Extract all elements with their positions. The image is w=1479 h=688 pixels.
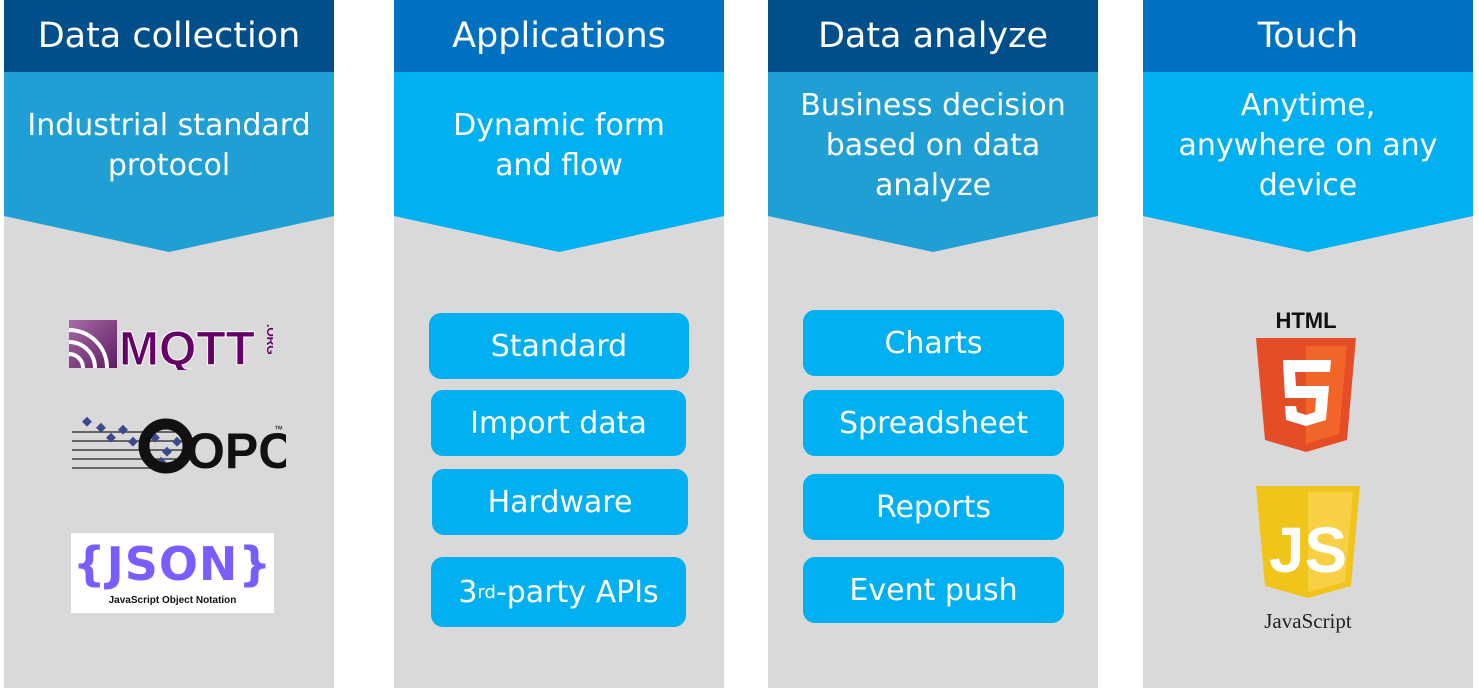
api-base: 3 — [458, 574, 478, 610]
column-title: Touch — [1143, 0, 1473, 72]
subtitle-line: and flow — [495, 148, 623, 183]
item-event-push[interactable]: Event push — [803, 557, 1064, 623]
column-data-collection: Data collection Industrial standard prot… — [4, 0, 334, 688]
javascript-logo: JS JavaScript — [1253, 484, 1363, 636]
item-reports[interactable]: Reports — [803, 474, 1064, 540]
item-standard[interactable]: Standard — [429, 313, 689, 379]
column-data-analyze: Data analyze Business decision based on … — [768, 0, 1098, 688]
subtitle-line: device — [1258, 168, 1358, 203]
mqtt-icon: MQTT .ORG — [68, 320, 278, 377]
subtitle-line: based on data — [825, 128, 1041, 163]
column-title: Applications — [394, 0, 724, 72]
item-import-data[interactable]: Import data — [431, 390, 686, 456]
api-superscript: rd — [477, 581, 496, 603]
subtitle-line: protocol — [107, 148, 231, 183]
opc-trademark: ™ — [274, 424, 283, 434]
subtitle-line: anywhere on any — [1178, 128, 1438, 163]
json-logo: {JSON} JavaScript Object Notation — [71, 533, 274, 613]
api-rest: -party APIs — [495, 574, 659, 610]
item-spreadsheet[interactable]: Spreadsheet — [803, 390, 1064, 456]
html5-label: HTML — [1275, 308, 1336, 333]
subtitle-line: Dynamic form — [453, 108, 665, 143]
subtitle-line: Business decision — [800, 88, 1066, 123]
item-charts[interactable]: Charts — [803, 310, 1064, 376]
item-hardware[interactable]: Hardware — [432, 469, 688, 535]
opc-icon: OPC ™ — [72, 416, 294, 479]
subtitle-line: analyze — [874, 168, 992, 203]
column-touch: Touch Anytime, anywhere on any device HT… — [1143, 0, 1473, 688]
opc-text: OPC — [186, 423, 286, 476]
javascript-icon: JS JavaScript — [1256, 486, 1360, 633]
mqtt-logo: MQTT .ORG — [67, 318, 278, 377]
json-text: {JSON} — [72, 537, 273, 591]
column-applications: Applications Dynamic form and flow Stand… — [394, 0, 724, 688]
column-arrow: Industrial standard protocol — [4, 72, 334, 252]
mqtt-text: MQTT — [119, 323, 255, 370]
column-arrow: Business decision based on data analyze — [768, 72, 1098, 252]
subtitle-line: Industrial standard — [27, 108, 311, 143]
html5-logo: HTML — [1253, 308, 1359, 454]
html5-icon: HTML — [1256, 308, 1356, 452]
subtitle-line: Anytime, — [1240, 88, 1376, 123]
js-letters: JS — [1269, 514, 1347, 586]
column-arrow: Anytime, anywhere on any device — [1143, 72, 1473, 252]
column-title: Data collection — [4, 0, 334, 72]
opc-logo: OPC ™ — [70, 414, 294, 479]
js-caption: JavaScript — [1264, 609, 1352, 633]
column-arrow: Dynamic form and flow — [394, 72, 724, 252]
column-title: Data analyze — [768, 0, 1098, 72]
json-caption: JavaScript Object Notation — [108, 595, 237, 606]
mqtt-org-text: .ORG — [264, 324, 273, 355]
